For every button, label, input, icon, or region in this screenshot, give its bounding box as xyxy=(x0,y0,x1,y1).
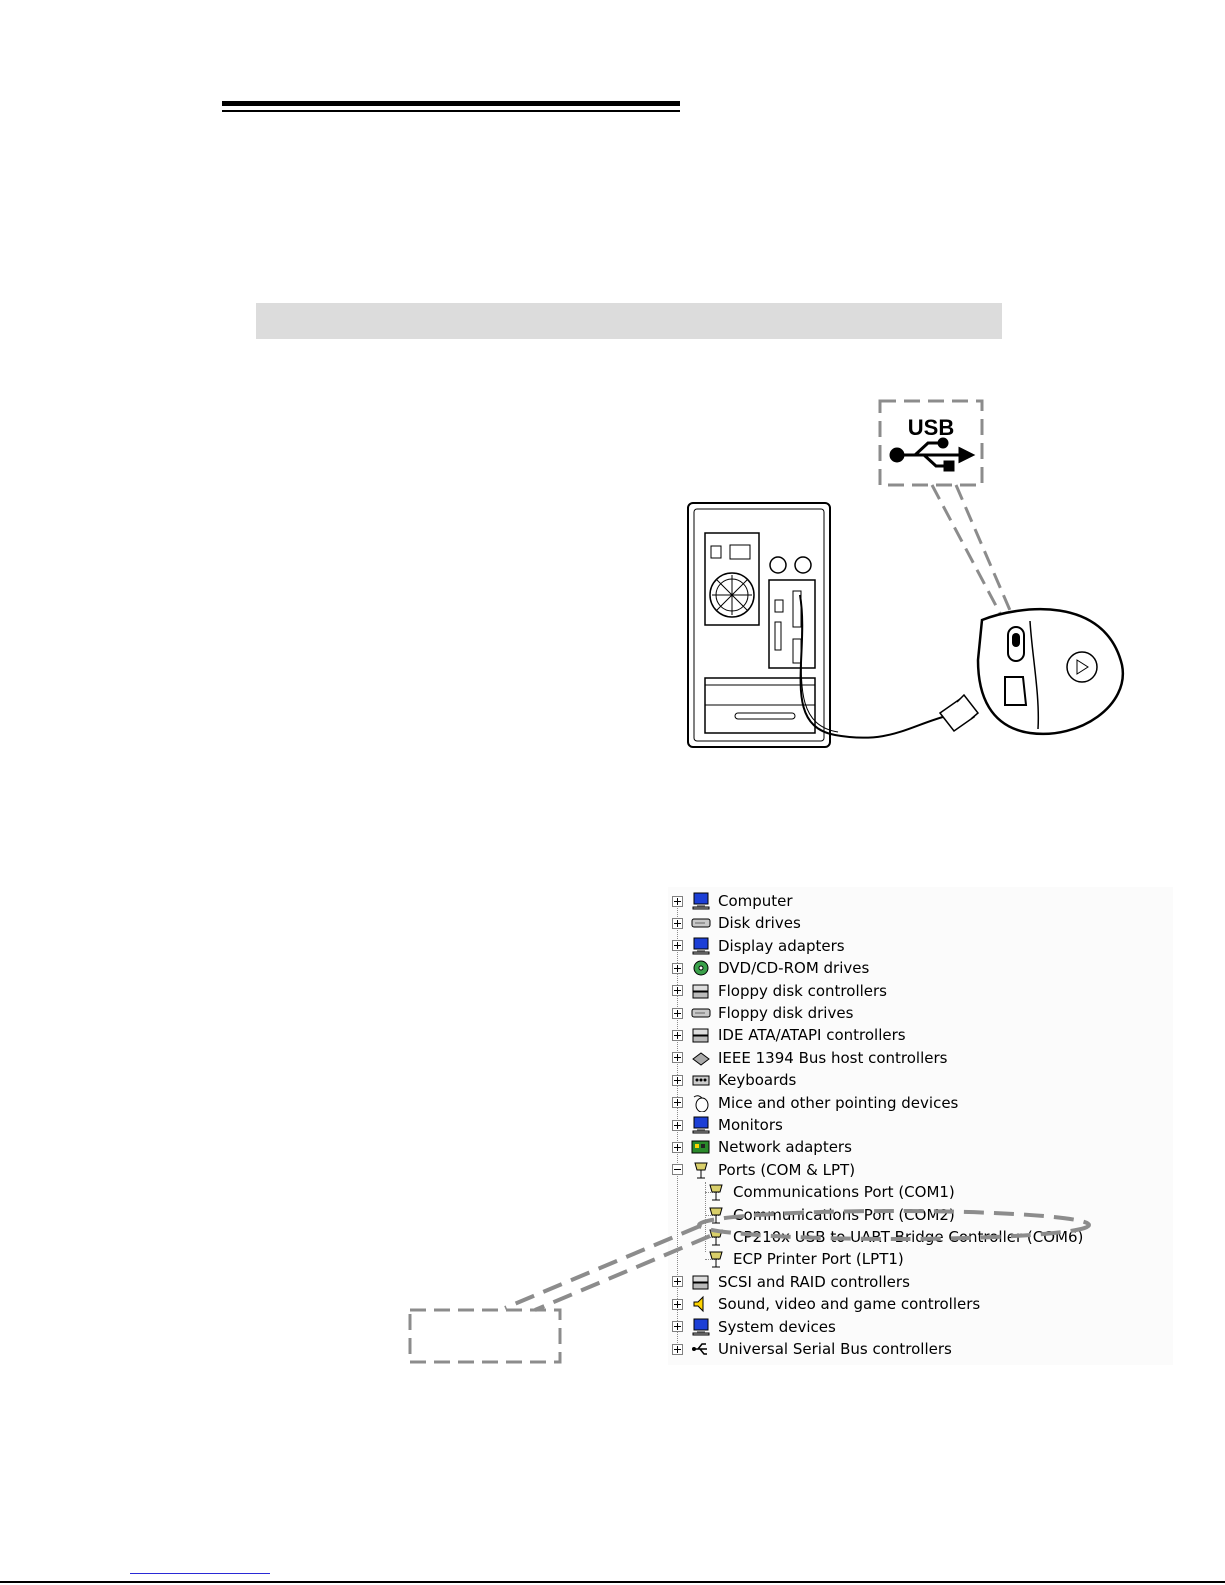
expand-toggle-icon[interactable] xyxy=(672,1052,683,1064)
tree-category-item[interactable]: DVD/CD-ROM drives xyxy=(672,957,869,979)
port-icon xyxy=(709,1184,723,1201)
tree-item-label: Ports (COM & LPT) xyxy=(718,1160,856,1179)
tree-item-label: Monitors xyxy=(718,1116,783,1134)
tree-item-label: DVD/CD-ROM drives xyxy=(718,959,870,978)
tree-category-item[interactable]: Sound, video and game controllers xyxy=(672,1293,980,1315)
display-adapter-icon xyxy=(692,937,710,955)
tree-child-item[interactable]: Communications Port (COM2) xyxy=(706,1204,955,1226)
tree-category-item[interactable]: IDE ATA/ATAPI controllers xyxy=(672,1024,906,1046)
title-rule-thin xyxy=(222,110,680,112)
tree-category-item[interactable]: Floppy disk drives xyxy=(672,1002,853,1024)
usb-symbol-icon xyxy=(889,437,976,472)
tree-category-item[interactable]: Mice and other pointing devices xyxy=(672,1092,958,1114)
network-adapter-icon xyxy=(691,1140,710,1154)
tree-item-label: Display adapters xyxy=(718,936,845,955)
keyboard-icon xyxy=(692,1075,710,1086)
tree-category-item[interactable]: Floppy disk controllers xyxy=(672,980,887,1002)
tree-category-item[interactable]: SCSI and RAID controllers xyxy=(672,1271,910,1293)
tree-category-item[interactable]: Monitors xyxy=(672,1114,783,1136)
monitor-icon xyxy=(692,1116,710,1134)
ide-controller-icon xyxy=(692,1028,709,1043)
tree-item-label: Keyboards xyxy=(718,1071,797,1090)
sound-icon xyxy=(693,1295,704,1313)
tree-item-label: Universal Serial Bus controllers xyxy=(718,1340,952,1358)
expand-toggle-icon[interactable] xyxy=(672,1119,683,1131)
tree-item-label: Sound, video and game controllers xyxy=(718,1295,981,1314)
tree-item-label: ECP Printer Port (LPT1) xyxy=(733,1250,904,1269)
tree-item-label: Network adapters xyxy=(718,1138,852,1157)
port-icon xyxy=(709,1207,723,1224)
port-icon xyxy=(709,1251,723,1268)
floppy-drive-icon xyxy=(691,1008,711,1018)
footer-link[interactable] xyxy=(130,1573,270,1574)
tree-child-item[interactable]: ECP Printer Port (LPT1) xyxy=(706,1248,904,1270)
expand-toggle-icon[interactable] xyxy=(672,1007,683,1019)
expand-toggle-icon[interactable] xyxy=(672,1074,683,1086)
ieee1394-icon xyxy=(692,1052,710,1066)
usb-label: USB xyxy=(908,415,954,440)
tree-category-item[interactable]: Keyboards xyxy=(672,1069,796,1091)
tree-category-item[interactable]: IEEE 1394 Bus host controllers xyxy=(672,1047,947,1069)
tree-category-item[interactable]: Disk drives xyxy=(672,912,801,934)
tree-item-label: System devices xyxy=(718,1317,836,1336)
expand-toggle-icon[interactable] xyxy=(672,895,683,907)
device-illustration xyxy=(976,607,1125,736)
tree-category-item[interactable]: System devices xyxy=(672,1316,836,1338)
tree-item-label: Communications Port (COM2) xyxy=(733,1205,955,1224)
tree-category-item[interactable]: Universal Serial Bus controllers xyxy=(672,1338,952,1360)
dvd-drive-icon xyxy=(693,960,709,976)
expand-toggle-icon[interactable] xyxy=(672,1029,683,1041)
title-rule xyxy=(222,101,680,106)
system-devices-icon xyxy=(692,1318,710,1336)
expand-toggle-icon[interactable] xyxy=(672,1343,683,1355)
tree-item-label: SCSI and RAID controllers xyxy=(718,1272,910,1291)
usb-controller-icon xyxy=(692,1343,707,1355)
tree-item-label: Floppy disk drives xyxy=(718,1004,854,1022)
tree-category-item[interactable]: Network adapters xyxy=(672,1136,852,1158)
tree-item-label: Communications Port (COM1) xyxy=(733,1183,955,1202)
tree-item-label: Disk drives xyxy=(718,914,801,933)
tree-item-label: IEEE 1394 Bus host controllers xyxy=(718,1048,948,1067)
expand-toggle-icon[interactable] xyxy=(672,1321,683,1333)
tree-category-item[interactable]: Ports (COM & LPT) xyxy=(672,1159,855,1181)
expand-toggle-icon[interactable] xyxy=(672,1276,683,1288)
tree-item-label: Mice and other pointing devices xyxy=(718,1093,959,1112)
floppy-controller-icon xyxy=(692,984,709,999)
port-icon xyxy=(694,1162,708,1179)
tree-category-item[interactable]: Display adapters xyxy=(672,935,845,957)
usb-callout: USB xyxy=(878,399,984,487)
tree-item-label: IDE ATA/ATAPI controllers xyxy=(718,1026,906,1045)
mouse-icon xyxy=(693,1094,709,1112)
pc-tower-illustration xyxy=(687,502,831,748)
section-heading-band xyxy=(256,303,1002,339)
tree-item-label: Computer xyxy=(718,892,793,910)
tree-item-label: Floppy disk controllers xyxy=(718,981,887,1000)
expand-toggle-icon[interactable] xyxy=(672,940,683,952)
usb-connection-illustration: USB xyxy=(687,399,1125,748)
tree-category-item[interactable]: Computer xyxy=(672,890,793,912)
com-port-callout xyxy=(408,1209,1091,1364)
computer-icon xyxy=(692,892,710,910)
collapse-toggle-icon[interactable] xyxy=(672,1164,683,1176)
expand-toggle-icon[interactable] xyxy=(672,917,683,929)
expand-toggle-icon[interactable] xyxy=(672,1097,683,1109)
disk-drive-icon xyxy=(691,918,711,928)
tree-child-item[interactable]: Communications Port (COM1) xyxy=(706,1181,955,1203)
expand-toggle-icon[interactable] xyxy=(672,962,683,974)
expand-toggle-icon[interactable] xyxy=(672,1298,683,1310)
scsi-icon xyxy=(692,1275,709,1290)
tree-connector xyxy=(705,1182,706,1252)
usb-plug-icon xyxy=(938,693,980,733)
expand-toggle-icon[interactable] xyxy=(672,985,683,997)
expand-toggle-icon[interactable] xyxy=(672,1141,683,1153)
footer-rule xyxy=(0,1581,1225,1583)
